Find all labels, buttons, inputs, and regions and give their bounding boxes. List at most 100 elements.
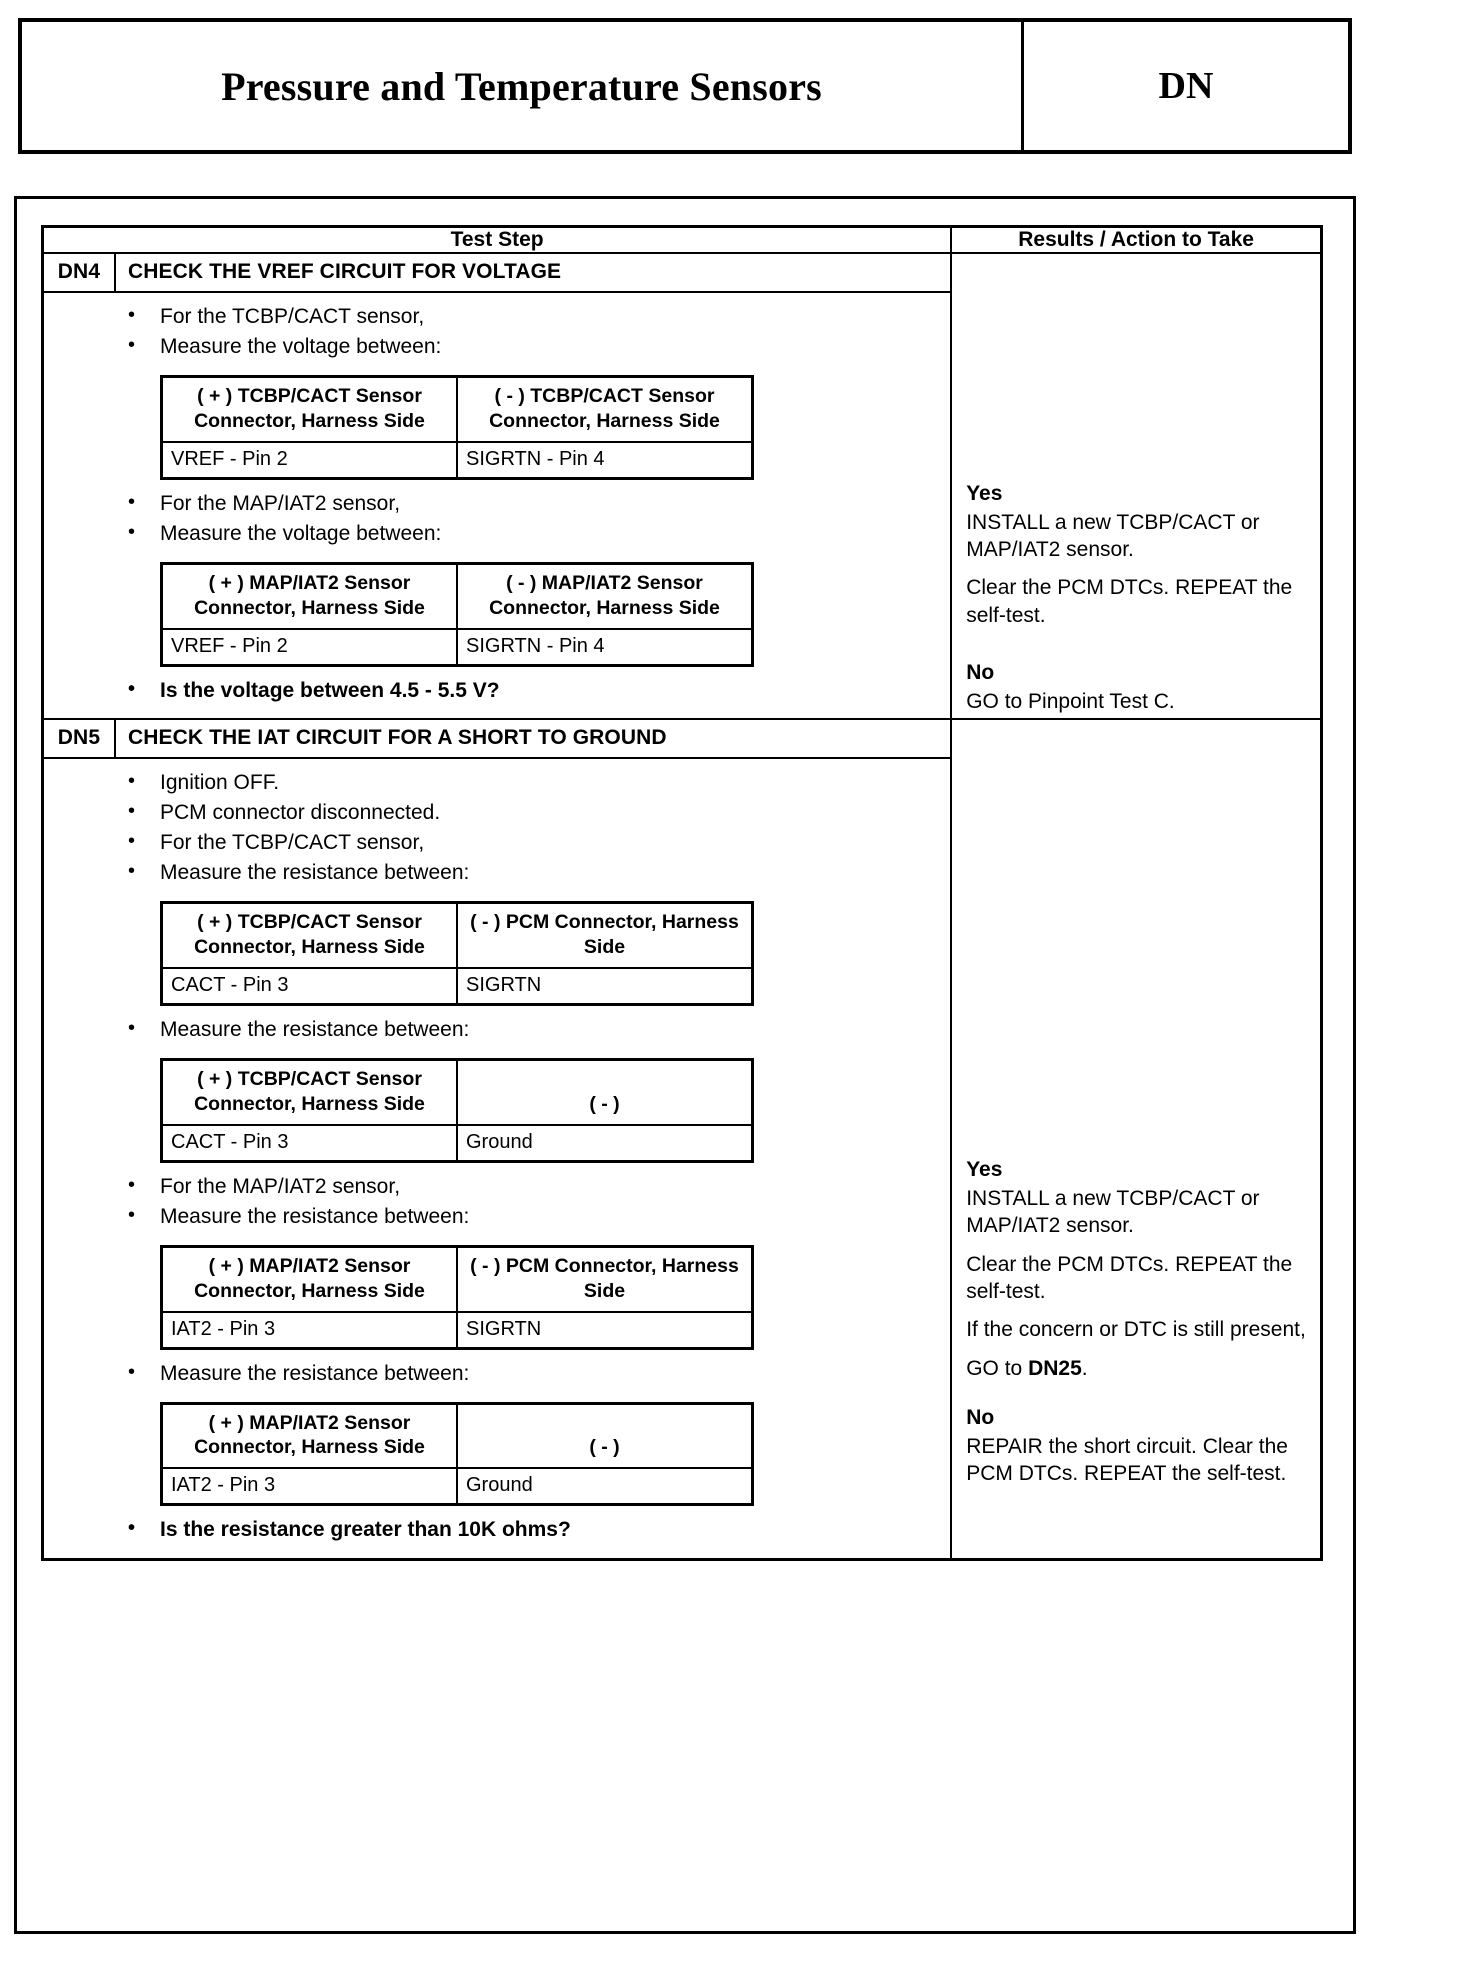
table-row: IAT2 - Pin 3 SIGRTN xyxy=(160,1310,754,1350)
connector-pin-negative: Ground xyxy=(456,1123,754,1163)
header-test-step: Test Step xyxy=(41,225,953,254)
connector-head-negative: ( - ) TCBP/CACT Sensor Connector, Harnes… xyxy=(456,375,754,443)
table-row: DN4 CHECK THE VREF CIRCUIT FOR VOLTAGE F… xyxy=(41,251,1323,721)
results-no-dn5: No REPAIR the short circuit. Clear the P… xyxy=(966,1404,1312,1487)
connector-head-positive: ( + ) TCBP/CACT Sensor Connector, Harnes… xyxy=(160,1058,458,1126)
connector-table-dn5-2: ( + ) TCBP/CACT Sensor Connector, Harnes… xyxy=(160,1057,754,1163)
results-yes-label: Yes xyxy=(966,1158,1003,1182)
list-item: Ignition OFF. xyxy=(52,768,942,799)
connector-pin-positive: CACT - Pin 3 xyxy=(160,1123,458,1163)
step-body-dn5: Ignition OFF. PCM connector disconnected… xyxy=(44,759,950,1558)
header-results: Results / Action to Take xyxy=(950,225,1323,254)
step-heading-dn4: DN4 CHECK THE VREF CIRCUIT FOR VOLTAGE xyxy=(44,254,951,293)
results-yes-text-3: If the concern or DTC is still present, xyxy=(966,1318,1306,1342)
connector-pin-negative: SIGRTN - Pin 4 xyxy=(456,627,754,666)
connector-head-negative: ( - ) xyxy=(456,1402,754,1470)
table-row: ( + ) MAP/IAT2 Sensor Connector, Harness… xyxy=(160,1245,754,1313)
results-yes-dn5: Yes INSTALL a new TCBP/CACT or MAP/IAT2 … xyxy=(966,1156,1312,1382)
connector-head-negative: ( - ) PCM Connector, Harness Side xyxy=(456,1245,754,1313)
bullet-list-dn5-2: Measure the resistance between: xyxy=(52,1015,942,1046)
connector-table-dn5-3: ( + ) MAP/IAT2 Sensor Connector, Harness… xyxy=(160,1244,754,1350)
table-row: ( + ) MAP/IAT2 Sensor Connector, Harness… xyxy=(160,1402,754,1470)
results-no-text-1: GO to Pinpoint Test C. xyxy=(966,689,1175,713)
table-row: IAT2 - Pin 3 Ground xyxy=(160,1467,754,1506)
step-question-dn5: Is the resistance greater than 10K ohms? xyxy=(52,1515,942,1546)
connector-pin-positive: IAT2 - Pin 3 xyxy=(160,1467,458,1506)
connector-pin-negative: SIGRTN - Pin 4 xyxy=(456,440,754,480)
bullet-list-dn4-1: For the TCBP/CACT sensor, Measure the vo… xyxy=(52,302,942,363)
table-header-row: Test Step Results / Action to Take xyxy=(41,225,1323,254)
bullet-list-dn5-4: Measure the resistance between: xyxy=(52,1359,942,1390)
connector-head-negative: ( - ) PCM Connector, Harness Side xyxy=(456,901,754,970)
results-yes-dn4: Yes INSTALL a new TCBP/CACT or MAP/IAT2 … xyxy=(966,480,1312,629)
connector-head-negative: ( - ) MAP/IAT2 Sensor Connector, Harness… xyxy=(456,562,754,630)
step-title-dn5: CHECK THE IAT CIRCUIT FOR A SHORT TO GRO… xyxy=(128,726,667,750)
results-no-text-1: REPAIR the short circuit. Clear the PCM … xyxy=(966,1435,1288,1486)
table-row: VREF - Pin 2 SIGRTN - Pin 4 xyxy=(160,627,754,666)
connector-pin-negative: SIGRTN xyxy=(456,1310,754,1350)
results-yes-text-2: Clear the PCM DTCs. REPEAT the self-test… xyxy=(966,576,1293,627)
connector-head-positive: ( + ) TCBP/CACT Sensor Connector, Harnes… xyxy=(160,375,458,443)
step-heading-dn5: DN5 CHECK THE IAT CIRCUIT FOR A SHORT TO… xyxy=(44,720,951,760)
step-cell-dn5: DN5 CHECK THE IAT CIRCUIT FOR A SHORT TO… xyxy=(41,718,953,1561)
results-goto-suffix: . xyxy=(1081,1356,1088,1380)
connector-table-dn5-1: ( + ) TCBP/CACT Sensor Connector, Harnes… xyxy=(160,901,754,1007)
results-goto-ref: DN25 xyxy=(1028,1356,1082,1380)
step-question-dn4: Is the voltage between 4.5 - 5.5 V? xyxy=(52,676,942,707)
list-item: For the MAP/IAT2 sensor, xyxy=(52,489,942,520)
list-item: Measure the voltage between: xyxy=(52,519,942,550)
results-cell-dn4: Yes INSTALL a new TCBP/CACT or MAP/IAT2 … xyxy=(950,251,1323,721)
connector-pin-positive: CACT - Pin 3 xyxy=(160,967,458,1006)
pinpoint-test-table: Test Step Results / Action to Take DN4 C… xyxy=(41,225,1323,1562)
page-header: Pressure and Temperature Sensors DN xyxy=(18,18,1352,154)
results-yes-label: Yes xyxy=(966,482,1003,505)
connector-table-dn4-2: ( + ) MAP/IAT2 Sensor Connector, Harness… xyxy=(160,561,754,667)
connector-pin-negative: Ground xyxy=(456,1467,754,1506)
table-row: ( + ) TCBP/CACT Sensor Connector, Harnes… xyxy=(160,1058,754,1126)
connector-pin-positive: VREF - Pin 2 xyxy=(160,627,458,666)
list-item: Measure the resistance between: xyxy=(52,1359,942,1390)
results-yes-text-2: Clear the PCM DTCs. REPEAT the self-test… xyxy=(966,1252,1293,1304)
list-item: Measure the resistance between: xyxy=(52,1015,942,1046)
list-item: Measure the resistance between: xyxy=(52,1202,942,1233)
table-row: ( + ) MAP/IAT2 Sensor Connector, Harness… xyxy=(160,562,754,630)
step-id-dn4: DN4 xyxy=(44,254,116,291)
step-title-dn4: CHECK THE VREF CIRCUIT FOR VOLTAGE xyxy=(128,260,562,283)
step-body-dn4: For the TCBP/CACT sensor, Measure the vo… xyxy=(44,293,950,718)
bullet-list-dn5-1: Ignition OFF. PCM connector disconnected… xyxy=(52,768,942,889)
list-item: For the MAP/IAT2 sensor, xyxy=(52,1172,942,1203)
connector-table-dn5-4: ( + ) MAP/IAT2 Sensor Connector, Harness… xyxy=(160,1401,754,1507)
list-item: For the TCBP/CACT sensor, xyxy=(52,828,942,859)
connector-head-positive: ( + ) MAP/IAT2 Sensor Connector, Harness… xyxy=(160,562,458,630)
table-row: DN5 CHECK THE IAT CIRCUIT FOR A SHORT TO… xyxy=(41,718,1323,1561)
connector-pin-negative: SIGRTN xyxy=(456,967,754,1006)
results-yes-text-4: GO to DN25. xyxy=(966,1355,1312,1382)
connector-pin-positive: VREF - Pin 2 xyxy=(160,440,458,480)
table-row: ( + ) TCBP/CACT Sensor Connector, Harnes… xyxy=(160,901,754,970)
connector-head-positive: ( + ) MAP/IAT2 Sensor Connector, Harness… xyxy=(160,1245,458,1313)
step-cell-dn4: DN4 CHECK THE VREF CIRCUIT FOR VOLTAGE F… xyxy=(41,251,953,721)
bullet-list-dn4-2: For the MAP/IAT2 sensor, Measure the vol… xyxy=(52,489,942,550)
results-no-label: No xyxy=(966,661,995,684)
table-row: VREF - Pin 2 SIGRTN - Pin 4 xyxy=(160,440,754,480)
bullet-list-dn5-3: For the MAP/IAT2 sensor, Measure the res… xyxy=(52,1172,942,1233)
connector-table-dn4-1: ( + ) TCBP/CACT Sensor Connector, Harnes… xyxy=(160,374,754,480)
table-row: ( + ) TCBP/CACT Sensor Connector, Harnes… xyxy=(160,375,754,443)
results-no-dn4: No GO to Pinpoint Test C. xyxy=(966,659,1312,715)
section-code: DN xyxy=(1158,65,1214,107)
table-row: CACT - Pin 3 SIGRTN xyxy=(160,967,754,1006)
results-yes-text-1: INSTALL a new TCBP/CACT or MAP/IAT2 sens… xyxy=(966,510,1260,562)
connector-pin-positive: IAT2 - Pin 3 xyxy=(160,1310,458,1350)
connector-head-negative: ( - ) xyxy=(456,1058,754,1126)
page-title: Pressure and Temperature Sensors xyxy=(22,22,1024,150)
table-row: CACT - Pin 3 Ground xyxy=(160,1123,754,1163)
content-frame: Test Step Results / Action to Take DN4 C… xyxy=(14,196,1356,1934)
connector-head-positive: ( + ) TCBP/CACT Sensor Connector, Harnes… xyxy=(160,901,458,970)
step-id-dn5: DN5 xyxy=(44,720,116,758)
results-no-label: No xyxy=(966,1406,995,1430)
list-item: Measure the voltage between: xyxy=(52,332,942,363)
bullet-list-dn5-question: Is the resistance greater than 10K ohms? xyxy=(52,1515,942,1546)
bullet-list-dn4-question: Is the voltage between 4.5 - 5.5 V? xyxy=(52,676,942,707)
results-yes-text-1: INSTALL a new TCBP/CACT or MAP/IAT2 sens… xyxy=(966,1187,1260,1238)
list-item: PCM connector disconnected. xyxy=(52,798,942,829)
